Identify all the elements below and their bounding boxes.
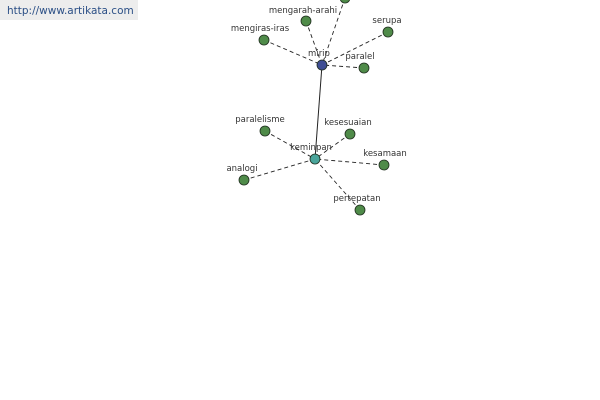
edge-keminpan-kesamaan	[314, 158, 385, 166]
label-kesamaan[interactable]: kesamaan	[363, 149, 407, 159]
node-kesamaan[interactable]	[378, 159, 390, 171]
label-pertepatan[interactable]: pertepatan	[333, 194, 380, 204]
label-mirip[interactable]: mirip	[308, 49, 330, 59]
label-analogi[interactable]: analogi	[226, 164, 257, 174]
edge-keminpan-analogi	[243, 158, 316, 181]
label-mengarah-arahi[interactable]: mengarah-arahi	[269, 6, 337, 16]
label-paralelisme[interactable]: paralelisme	[235, 115, 285, 125]
node-mirip[interactable]	[316, 59, 328, 71]
label-kesesuaian[interactable]: kesesuaian	[324, 118, 372, 128]
label-mengiras-iras[interactable]: mengiras-iras	[231, 24, 290, 34]
node-mengiras-iras[interactable]	[258, 34, 270, 46]
edge-keminpan-kesesuaian	[314, 133, 351, 160]
graph-labels: mirip mengarah-arahi serupa mengiras-iras pa…	[226, 6, 406, 204]
node-paralel[interactable]	[358, 62, 370, 74]
label-paralel[interactable]: paralel	[345, 52, 374, 62]
graph-edges	[243, 0, 389, 211]
edge-mirip-top-offscreen	[321, 0, 345, 66]
node-kesesuaian[interactable]	[344, 128, 356, 140]
node-top-offscreen[interactable]	[339, 0, 351, 4]
site-url-banner[interactable]: http://www.artikata.com	[0, 0, 138, 20]
edge-mirip-mengiras-iras	[263, 39, 323, 66]
label-keminpan[interactable]: keminpan	[290, 143, 332, 153]
node-pertepatan[interactable]	[354, 204, 366, 216]
node-keminpan[interactable]	[309, 153, 321, 165]
graph-nodes	[238, 0, 394, 216]
edge-keminpan-pertepatan	[314, 158, 361, 211]
edge-mirip-paralel	[321, 64, 365, 69]
edge-keminpan-paralelisme	[264, 130, 316, 160]
edge-mirip-mengarah-arahi	[305, 20, 323, 66]
node-serupa[interactable]	[382, 26, 394, 38]
label-serupa[interactable]: serupa	[372, 16, 401, 26]
node-mengarah-arahi[interactable]	[300, 15, 312, 27]
edge-mirip-serupa	[321, 31, 389, 66]
node-paralelisme[interactable]	[259, 125, 271, 137]
node-analogi[interactable]	[238, 174, 250, 186]
hub-link-edge	[314, 64, 323, 160]
